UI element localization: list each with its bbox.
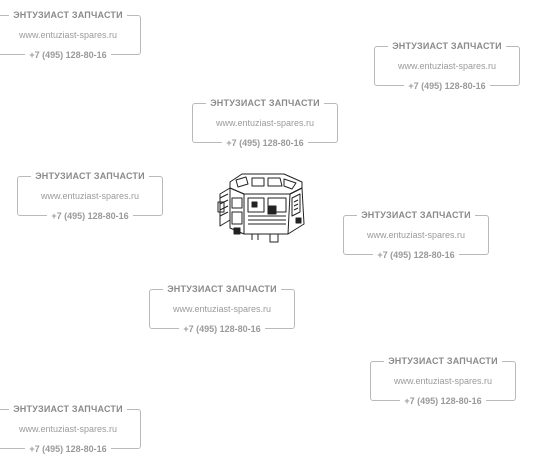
watermark-4: ЭНТУЗИАСТ ЗАПЧАСТИ www.entuziast-spares.… — [17, 170, 163, 222]
watermark-phone: +7 (495) 128-80-16 — [47, 211, 133, 221]
watermark-site: www.entuziast-spares.ru — [18, 30, 118, 40]
watermark-site: www.entuziast-spares.ru — [18, 424, 118, 434]
watermark-company: ЭНТУЗИАСТ ЗАПЧАСТИ — [206, 98, 324, 108]
watermark-company: ЭНТУЗИАСТ ЗАПЧАСТИ — [163, 284, 281, 294]
watermark-company: ЭНТУЗИАСТ ЗАПЧАСТИ — [31, 171, 149, 181]
watermark-phone: +7 (495) 128-80-16 — [404, 81, 490, 91]
watermark-site: www.entuziast-spares.ru — [366, 230, 466, 240]
watermark-site: www.entuziast-spares.ru — [172, 304, 272, 314]
part-drawing — [217, 173, 305, 243]
watermark-phone: +7 (495) 128-80-16 — [222, 138, 308, 148]
watermark-phone: +7 (495) 128-80-16 — [179, 324, 265, 334]
watermark-1: ЭНТУЗИАСТ ЗАПЧАСТИ www.entuziast-spares.… — [0, 9, 141, 61]
watermark-6: ЭНТУЗИАСТ ЗАПЧАСТИ www.entuziast-spares.… — [149, 283, 295, 335]
watermark-2: ЭНТУЗИАСТ ЗАПЧАСТИ www.entuziast-spares.… — [374, 40, 520, 92]
watermark-phone: +7 (495) 128-80-16 — [25, 444, 111, 454]
watermark-site: www.entuziast-spares.ru — [40, 191, 140, 201]
watermark-phone: +7 (495) 128-80-16 — [373, 250, 459, 260]
watermark-company: ЭНТУЗИАСТ ЗАПЧАСТИ — [357, 210, 475, 220]
watermark-site: www.entuziast-spares.ru — [215, 118, 315, 128]
watermark-7: ЭНТУЗИАСТ ЗАПЧАСТИ www.entuziast-spares.… — [370, 355, 516, 407]
watermark-8: ЭНТУЗИАСТ ЗАПЧАСТИ www.entuziast-spares.… — [0, 403, 141, 455]
watermark-3: ЭНТУЗИАСТ ЗАПЧАСТИ www.entuziast-spares.… — [192, 97, 338, 149]
watermark-phone: +7 (495) 128-80-16 — [400, 396, 486, 406]
watermark-phone: +7 (495) 128-80-16 — [25, 50, 111, 60]
watermark-company: ЭНТУЗИАСТ ЗАПЧАСТИ — [384, 356, 502, 366]
watermark-company: ЭНТУЗИАСТ ЗАПЧАСТИ — [9, 10, 127, 20]
watermark-site: www.entuziast-spares.ru — [393, 376, 493, 386]
watermark-site: www.entuziast-spares.ru — [397, 61, 497, 71]
watermark-company: ЭНТУЗИАСТ ЗАПЧАСТИ — [388, 41, 506, 51]
watermark-5: ЭНТУЗИАСТ ЗАПЧАСТИ www.entuziast-spares.… — [343, 209, 489, 261]
watermark-company: ЭНТУЗИАСТ ЗАПЧАСТИ — [9, 404, 127, 414]
